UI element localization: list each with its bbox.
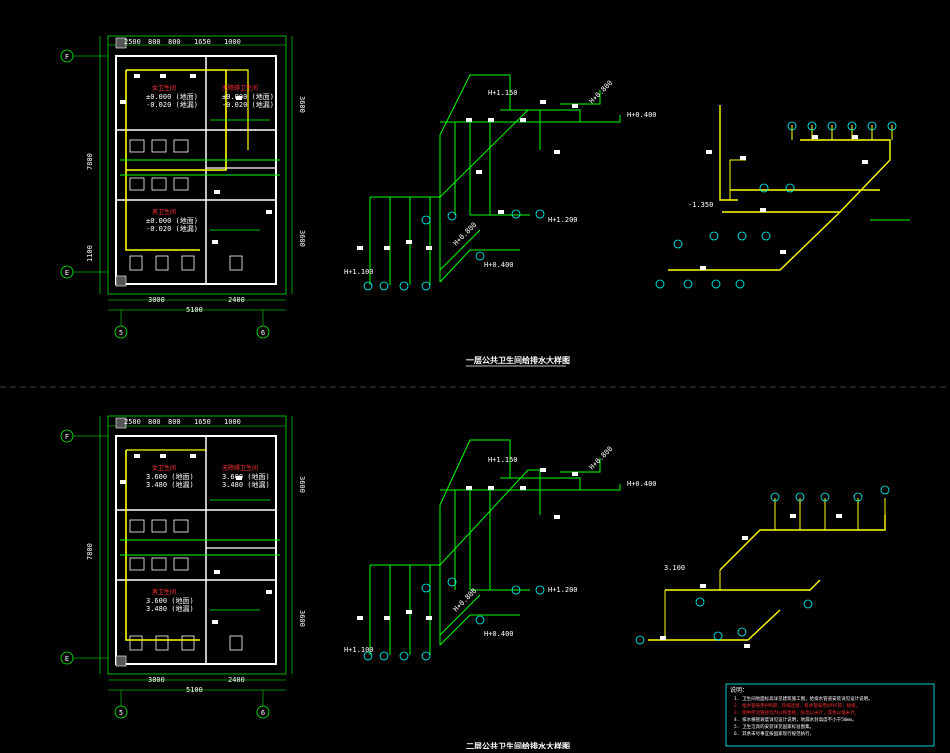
dim-right-1: 3600 [298, 96, 306, 113]
room-label-male: 男卫生间 [152, 208, 176, 216]
dim-bottom-total: 5100 [186, 306, 203, 314]
b-left-iso-label-6: H+0.400 [484, 630, 514, 638]
top-left-iso-label-4: H+0.400 [627, 111, 657, 119]
dim-top-4: 1650 [194, 38, 211, 46]
notes-line-4: 4. 排水横管坡度详见设计说明，地漏水封高度不小于50mm。 [734, 716, 856, 723]
top-sheet-title: 一层公共卫生间给排水大样图 [466, 355, 570, 365]
top-right-isometric: -1.350 [655, 105, 910, 289]
b-dim-top-1: 2500 [124, 418, 141, 426]
b-axis-label-left: 5 [119, 709, 123, 717]
b-left-iso-label-7: H+1.100 [344, 646, 374, 654]
bottom-right-isometric: 3.100 [635, 485, 890, 648]
room-male-drain: -0.020 (地漏) [146, 224, 198, 233]
b-dim-right-2: 3600 [298, 610, 306, 627]
dim-bottom-1: 3000 [148, 296, 165, 304]
notes-line-3: 3. 图中所注管径均为公称直径，标高以米计，其余以毫米计。 [734, 709, 859, 716]
axis-label-right: 6 [261, 329, 265, 337]
b-axis-label-right: 6 [261, 709, 265, 717]
axis-label-bottom: E [65, 269, 69, 277]
bottom-sheet-title: 二层公共卫生间给排水大样图 [466, 741, 570, 749]
axis-label-top: F [65, 53, 69, 61]
bottom-left-isometric: H+1.150 H+0.800 H+0.400 H+1.200 H+0.800 … [344, 439, 657, 661]
top-right-iso-label-1: -1.350 [688, 201, 713, 209]
top-left-iso-label-7: H+0.400 [484, 261, 514, 269]
dim-top-1: 2500 [124, 38, 141, 46]
b-axis-label-bottom: E [65, 655, 69, 663]
axis-label-left: 5 [119, 329, 123, 337]
b-dim-top-2: 800 [148, 418, 161, 426]
b-dim-top-5: 1000 [224, 418, 241, 426]
top-left-iso-label-6: H+0.800 [452, 221, 479, 248]
top-floor-plan: F E 5 6 2500 800 800 1650 1000 3000 2400… [60, 35, 306, 339]
b-room-label-male: 男卫生间 [152, 588, 176, 596]
top-left-isometric: H+1.100 H+1.150 H+0.800 H+0.400 H+1.200 … [344, 74, 657, 291]
b-dim-left-1: 7800 [86, 543, 94, 560]
b-room-male-floor: 3.600 (地面) [146, 596, 194, 605]
dim-right-2: 3600 [298, 230, 306, 247]
top-left-iso-label-1: H+1.100 [344, 268, 374, 276]
b-room-male-drain: 3.480 (地漏) [146, 604, 194, 613]
b-dim-bottom-total: 5100 [186, 686, 203, 694]
room-female-floor: ±0.000 (地面) [146, 92, 198, 101]
notes-heading: 说明： [730, 686, 748, 694]
b-room-female-drain: 3.480 (地漏) [146, 480, 194, 489]
b-dim-bottom-2: 2400 [228, 676, 245, 684]
b-room-female-floor: 3.600 (地面) [146, 472, 194, 481]
top-left-iso-label-5: H+1.200 [548, 216, 578, 224]
b-left-iso-label-2: H+0.800 [588, 445, 615, 472]
room-label-accessible: 无障碍卫生间 [222, 84, 258, 92]
notes-line-5: 5. 卫生洁具的安装详见国家标准图集。 [734, 723, 814, 730]
b-room-label-female: 女卫生间 [152, 464, 176, 472]
b-room-label-accessible: 无障碍卫生间 [222, 464, 258, 472]
b-dim-top-4: 1650 [194, 418, 211, 426]
bottom-sheet: F E 5 6 2500 800 800 1650 1000 3000 2400… [60, 415, 935, 751]
b-dim-bottom-1: 3000 [148, 676, 165, 684]
dim-bottom-2: 2400 [228, 296, 245, 304]
b-dim-right-1: 3600 [298, 476, 306, 493]
b-axis-label-top: F [65, 433, 69, 441]
bottom-floor-plan: F E 5 6 2500 800 800 1650 1000 3000 2400… [60, 415, 306, 719]
room-label-female: 女卫生间 [152, 84, 176, 92]
room-female-drain: -0.020 (地漏) [146, 100, 198, 109]
b-room-accessible-drain: 3.480 (地漏) [222, 480, 270, 489]
notes-line-6: 6. 其余未尽事宜按国家现行规范执行。 [734, 730, 814, 737]
dim-top-2: 800 [148, 38, 161, 46]
b-left-iso-label-3: H+0.400 [627, 480, 657, 488]
dim-left-2: 1100 [86, 245, 94, 262]
room-male-floor: ±0.000 (地面) [146, 216, 198, 225]
notes-line-2: 2. 给水管采用PPR管，热熔连接，排水管采用UPVC管，粘接。 [734, 702, 860, 709]
notes-box: 说明： 1. 卫生间地面标高详见建筑施工图，给排水管道安装详见设计说明。 2. … [725, 683, 935, 747]
top-left-iso-label-2: H+1.150 [488, 89, 518, 97]
b-room-accessible-floor: 3.600 (地面) [222, 472, 270, 481]
room-accessible-drain: -0.020 (地漏) [222, 100, 274, 109]
b-dim-top-3: 800 [168, 418, 181, 426]
b-left-iso-label-4: H+1.200 [548, 586, 578, 594]
notes-line-1: 1. 卫生间地面标高详见建筑施工图，给排水管道安装详见设计说明。 [734, 695, 873, 702]
dim-top-5: 1000 [224, 38, 241, 46]
b-left-iso-label-1: H+1.150 [488, 456, 518, 464]
top-sheet: F E 5 6 2500 800 800 1650 1000 3000 2400… [60, 35, 910, 367]
room-accessible-floor: ±0.000 (地面) [222, 92, 274, 101]
dim-left-1: 7800 [86, 153, 94, 170]
dim-top-3: 800 [168, 38, 181, 46]
top-left-iso-label-3: H+0.800 [588, 79, 615, 106]
b-right-iso-label-1: 3.100 [664, 564, 685, 572]
